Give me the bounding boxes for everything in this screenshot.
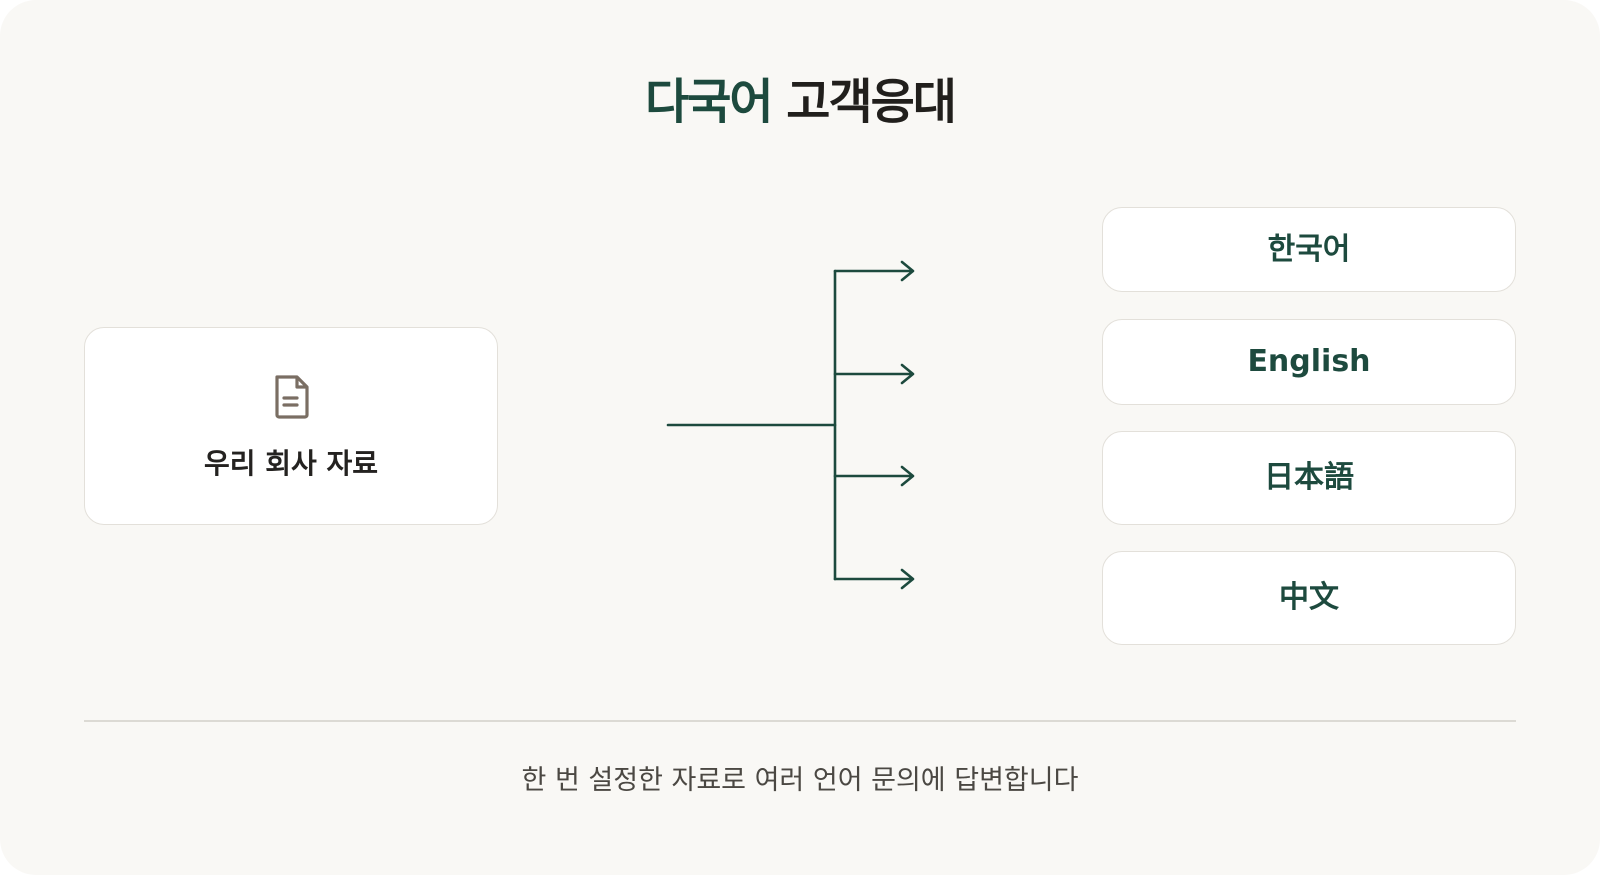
lang-label-chinese: 中文 (1279, 580, 1339, 615)
lang-box-korean: 한국어 (1102, 207, 1516, 292)
source-label: 우리 회사 자료 (203, 447, 379, 480)
title-rest: 고객응대 (786, 74, 957, 130)
title-accent: 다국어 (645, 74, 773, 130)
arrow-to-korean (833, 260, 915, 282)
document-icon (275, 375, 309, 419)
caption: 한 번 설정한 자료로 여러 언어 문의에 답변합니다 (521, 765, 1079, 796)
lang-label-english: English (1247, 344, 1371, 379)
lang-label-korean: 한국어 (1267, 231, 1351, 267)
arrow-to-japanese (833, 465, 915, 487)
lang-label-japanese: 日本語 (1264, 460, 1354, 495)
lang-box-japanese: 日本語 (1102, 431, 1516, 525)
page-title: 다국어 고객응대 (0, 70, 1600, 134)
arrow-to-english (833, 363, 915, 385)
lang-box-english: English (1102, 319, 1516, 405)
divider (84, 720, 1516, 722)
arrow-to-chinese (833, 568, 915, 590)
source-box: 우리 회사 자료 (84, 327, 498, 525)
lang-box-chinese: 中文 (1102, 551, 1516, 645)
